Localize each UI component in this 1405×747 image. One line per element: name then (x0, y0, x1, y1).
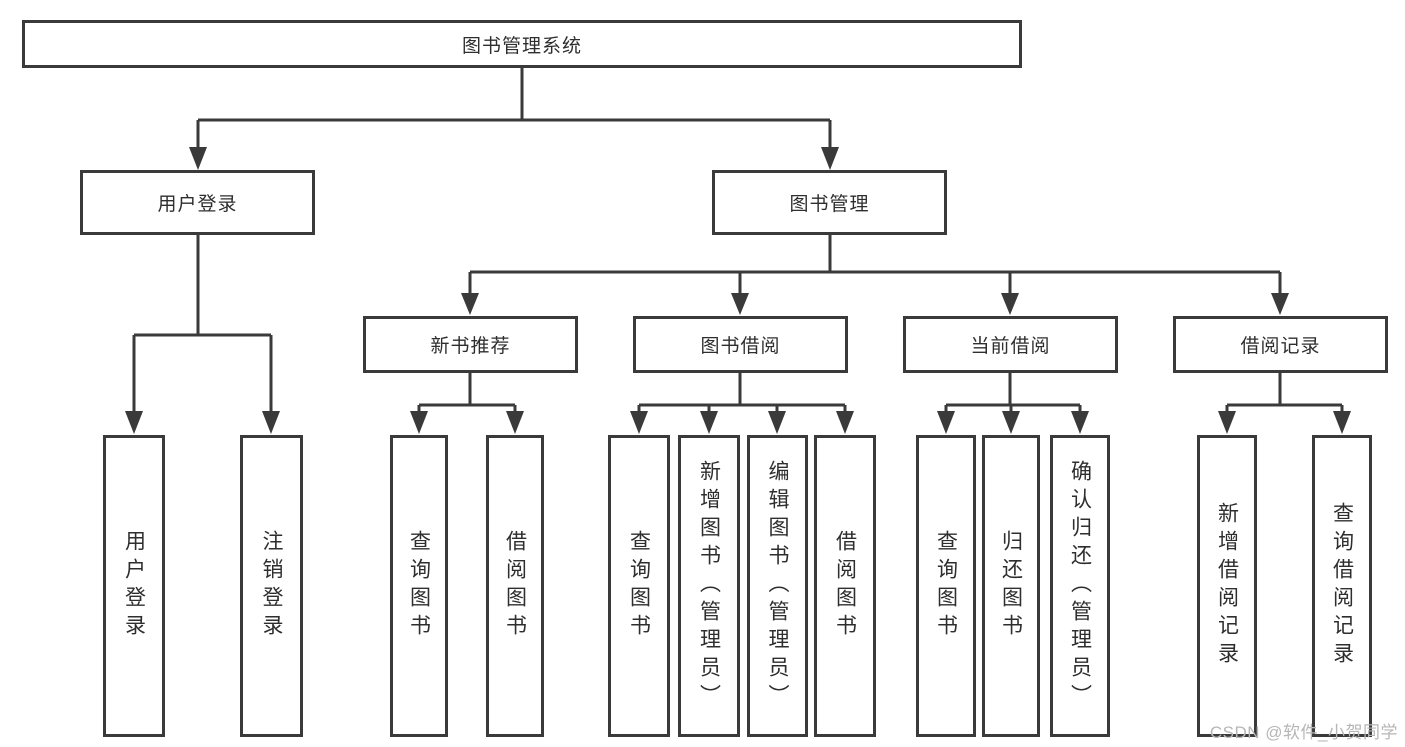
node-current-borrowing: 当前借阅 (903, 316, 1118, 373)
connector-new-books-to-leaves (410, 373, 524, 434)
leaf-query-books-3-label: 查询图书 (934, 530, 958, 642)
leaf-borrow-books-2: 借阅图书 (814, 435, 876, 737)
arrowhead (506, 411, 524, 434)
node-book-borrowing: 图书借阅 (633, 316, 848, 373)
leaf-borrow-books-1-label: 借阅图书 (503, 530, 527, 642)
node-user-login: 用户登录 (80, 170, 315, 235)
leaf-logout-label: 注销登录 (260, 530, 283, 642)
leaf-return-books-label: 归还图书 (999, 530, 1023, 642)
connector-borrowing-to-leaves (630, 373, 854, 434)
arrowhead (410, 411, 428, 434)
arrowhead (731, 293, 749, 315)
connector-records-to-leaves (1218, 373, 1351, 434)
arrowhead (1271, 293, 1289, 315)
leaf-query-books-2: 查询图书 (608, 435, 670, 737)
leaf-return-books: 归还图书 (982, 435, 1040, 737)
connector-current-to-leaves (937, 373, 1089, 434)
arrowhead (821, 147, 839, 170)
leaf-borrow-books-1: 借阅图书 (486, 435, 544, 737)
leaf-query-borrow-record: 查询借阅记录 (1312, 435, 1372, 737)
leaf-edit-book-admin: 编辑图书（管理员） (747, 435, 808, 737)
connector-user-login-to-leaves (125, 235, 280, 434)
leaf-add-book-admin-label: 新增图书（管理员） (697, 460, 721, 712)
arrowhead (1002, 411, 1020, 434)
arrowhead (1218, 411, 1236, 434)
leaf-query-books-1-label: 查询图书 (407, 530, 431, 642)
arrowhead (1333, 411, 1351, 434)
arrowhead (768, 411, 786, 434)
arrowhead (700, 411, 718, 434)
arrowhead (125, 411, 143, 434)
leaf-confirm-return-admin-label: 确认归还（管理员） (1068, 460, 1092, 712)
arrowhead (1001, 293, 1019, 315)
leaf-add-book-admin: 新增图书（管理员） (678, 435, 740, 737)
connector-book-mgmt-to-level3 (461, 235, 1289, 315)
node-new-book-recommend: 新书推荐 (363, 316, 578, 373)
leaf-query-books-2-label: 查询图书 (627, 530, 651, 642)
arrowhead (836, 411, 854, 434)
leaf-logout: 注销登录 (240, 435, 303, 737)
leaf-add-borrow-record-label: 新增借阅记录 (1215, 502, 1239, 670)
arrowhead (937, 411, 955, 434)
arrowhead (189, 147, 207, 170)
node-book-management: 图书管理 (712, 170, 947, 235)
arrowhead (1071, 411, 1089, 434)
node-library-management-system: 图书管理系统 (22, 20, 1022, 68)
arrowhead (461, 293, 479, 315)
leaf-query-books-3: 查询图书 (916, 435, 976, 737)
leaf-confirm-return-admin: 确认归还（管理员） (1050, 435, 1110, 737)
connector-root-to-level2 (189, 68, 839, 170)
leaf-add-borrow-record: 新增借阅记录 (1197, 435, 1257, 737)
leaf-borrow-books-2-label: 借阅图书 (833, 530, 857, 642)
arrowhead (262, 411, 280, 434)
csdn-watermark: CSDN @软件_小贺同学 (1209, 723, 1398, 742)
node-borrowing-records: 借阅记录 (1173, 316, 1388, 373)
leaf-query-borrow-record-label: 查询借阅记录 (1330, 502, 1354, 670)
leaf-user-login-label: 用户登录 (122, 530, 146, 642)
leaf-user-login: 用户登录 (103, 435, 165, 737)
arrowhead (630, 411, 648, 434)
leaf-edit-book-admin-label: 编辑图书（管理员） (766, 460, 789, 712)
leaf-query-books-1: 查询图书 (390, 435, 448, 737)
